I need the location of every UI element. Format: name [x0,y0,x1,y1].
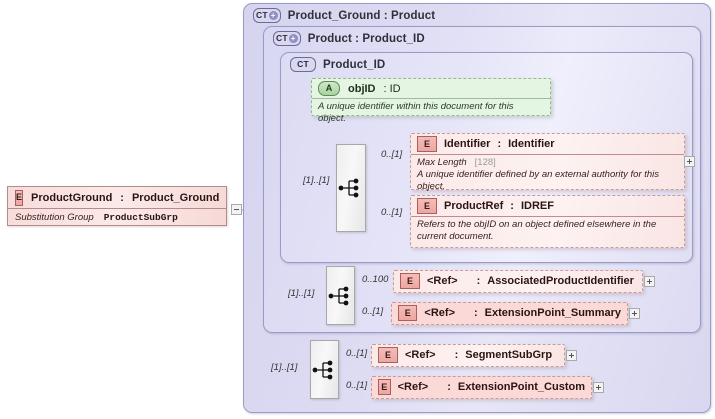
expand-toggle-identifier[interactable] [684,156,695,167]
root-element-name: ProductGround [31,191,113,204]
expand-toggle-extension-point-custom[interactable] [593,382,604,393]
element-product-ref-header: E ProductRef : IDREF [411,196,684,216]
complex-type-icon-label: CT [256,10,268,21]
element-identifier-facet-label: Max Length [417,157,467,168]
element-identifier-name: Identifier [444,138,491,150]
container-product-ground-header: CT+ Product_Ground : Product [253,8,435,23]
complex-type-icon-label: CT [276,33,288,44]
attribute-objid[interactable]: A objID : ID A unique identifier within … [311,78,551,124]
cardinality-extension-point-custom: 0..[1] [346,380,368,391]
expand-toggle-segment-sub-grp[interactable] [566,350,577,361]
element-identifier-type: Identifier [508,138,555,150]
compositor-sequence-product-id[interactable] [336,144,366,232]
cardinality-associated-product-identifier: 0..100 [362,274,389,285]
element-identifier[interactable]: E Identifier : Identifier Max Length [128… [410,133,685,192]
sequence-icon [312,360,332,379]
plus-badge-icon[interactable]: + [268,11,278,20]
element-extension-point-summary[interactable]: E <Ref> : ExtensionPoint_Summary [391,302,628,325]
element-segment-sub-grp-separator: : [454,349,459,361]
element-segment-sub-grp-header: E <Ref> : SegmentSubGrp [372,345,564,365]
element-icon: E [400,273,420,289]
element-product-ref-documentation: Refers to the objID on an object defined… [411,216,684,242]
substitution-group-value: ProductSubGrp [103,212,178,223]
element-extension-point-summary-header: E <Ref> : ExtensionPoint_Summary [392,303,627,323]
element-icon: E [378,379,391,395]
element-icon: E [417,136,437,152]
root-element-type: Product_Ground [131,191,220,204]
element-extension-point-summary-name: <Ref> [424,307,455,319]
element-icon: E [398,305,418,321]
element-associated-product-identifier-header: E <Ref> : AssociatedProductIdentifier [394,271,642,291]
element-segment-sub-grp[interactable]: E <Ref> : SegmentSubGrp [371,344,565,367]
element-segment-sub-grp-type: SegmentSubGrp [465,349,553,361]
cardinality-compositor-custom: [1]..[1] [271,362,298,373]
element-extension-point-custom-name: <Ref> [397,381,429,393]
element-icon: E [15,189,24,206]
element-associated-product-identifier-name: <Ref> [427,275,458,287]
element-segment-sub-grp-name: <Ref> [405,349,436,361]
container-product-ground-title: Product_Ground : Product [287,9,436,22]
root-element-substitution-group: Substitution Group ProductSubGrp [8,208,226,226]
cardinality-product-ref: 0..[1] [381,207,403,218]
element-extension-point-summary-separator: : [474,307,478,319]
element-icon: E [417,198,437,214]
attribute-icon: A [318,81,340,96]
container-product-id-header: CT Product_ID [290,57,385,72]
element-extension-point-custom-type: ExtensionPoint_Custom [457,381,585,393]
cardinality-extension-point-summary: 0..[1] [362,306,384,317]
cardinality-identifier: 0..[1] [381,149,403,160]
attribute-objid-header: A objID : ID [312,79,550,98]
element-associated-product-identifier-type: AssociatedProductIdentifier [487,275,634,287]
cardinality-compositor-summary: [1]..[1] [288,288,315,299]
element-identifier-facet: Max Length [128] [411,154,684,168]
element-product-ref-name: ProductRef [444,200,504,212]
complex-type-icon[interactable]: CT+ [273,31,301,46]
expand-toggle-associated-product-identifier[interactable] [644,276,655,287]
element-extension-point-custom-header: E <Ref> : ExtensionPoint_Custom [372,377,591,397]
element-icon: E [378,347,398,363]
complex-type-icon[interactable]: CT+ [253,8,281,23]
attribute-objid-type: : ID [383,82,401,95]
attribute-objid-documentation: A unique identifier within this document… [312,98,550,125]
compositor-sequence-custom[interactable] [310,340,339,399]
attribute-objid-name: objID [348,82,376,95]
substitution-group-label: Substitution Group [15,212,94,223]
element-product-ref-separator: : [510,200,514,212]
expand-toggle-extension-point-summary[interactable] [629,308,640,319]
element-extension-point-custom[interactable]: E <Ref> : ExtensionPoint_Custom [371,376,592,399]
element-product-ref[interactable]: E ProductRef : IDREF Refers to the objID… [410,195,685,248]
element-associated-product-identifier[interactable]: E <Ref> : AssociatedProductIdentifier [393,270,643,293]
root-element-separator: : [120,191,124,204]
root-element-product-ground[interactable]: E ProductGround : Product_Ground Substit… [7,186,227,226]
container-product-title: Product : Product_ID [307,32,425,45]
element-extension-point-summary-type: ExtensionPoint_Summary [484,307,621,319]
element-identifier-header: E Identifier : Identifier [411,134,684,154]
element-identifier-separator: : [497,138,502,150]
sequence-icon [328,286,348,305]
compositor-sequence-summary[interactable] [326,266,355,325]
root-element-header: E ProductGround : Product_Ground [8,187,226,208]
cardinality-compositor-product-id: [1]..[1] [303,175,330,186]
element-identifier-documentation: A unique identifier defined by an extern… [417,169,660,192]
collapse-toggle-root-element[interactable] [231,204,242,215]
element-extension-point-custom-separator: : [447,381,451,393]
sequence-icon [338,178,359,198]
complex-type-icon: CT [290,57,316,72]
complex-type-icon-label: CT [297,59,309,70]
container-product-header: CT+ Product : Product_ID [273,31,425,46]
element-associated-product-identifier-separator: : [476,275,481,287]
cardinality-segment-sub-grp: 0..[1] [346,348,368,359]
plus-badge-icon[interactable]: + [288,34,298,43]
element-product-ref-type: IDREF [520,200,554,212]
container-product-id-title: Product_ID [323,58,386,71]
element-identifier-facet-value: [128] [474,157,496,168]
